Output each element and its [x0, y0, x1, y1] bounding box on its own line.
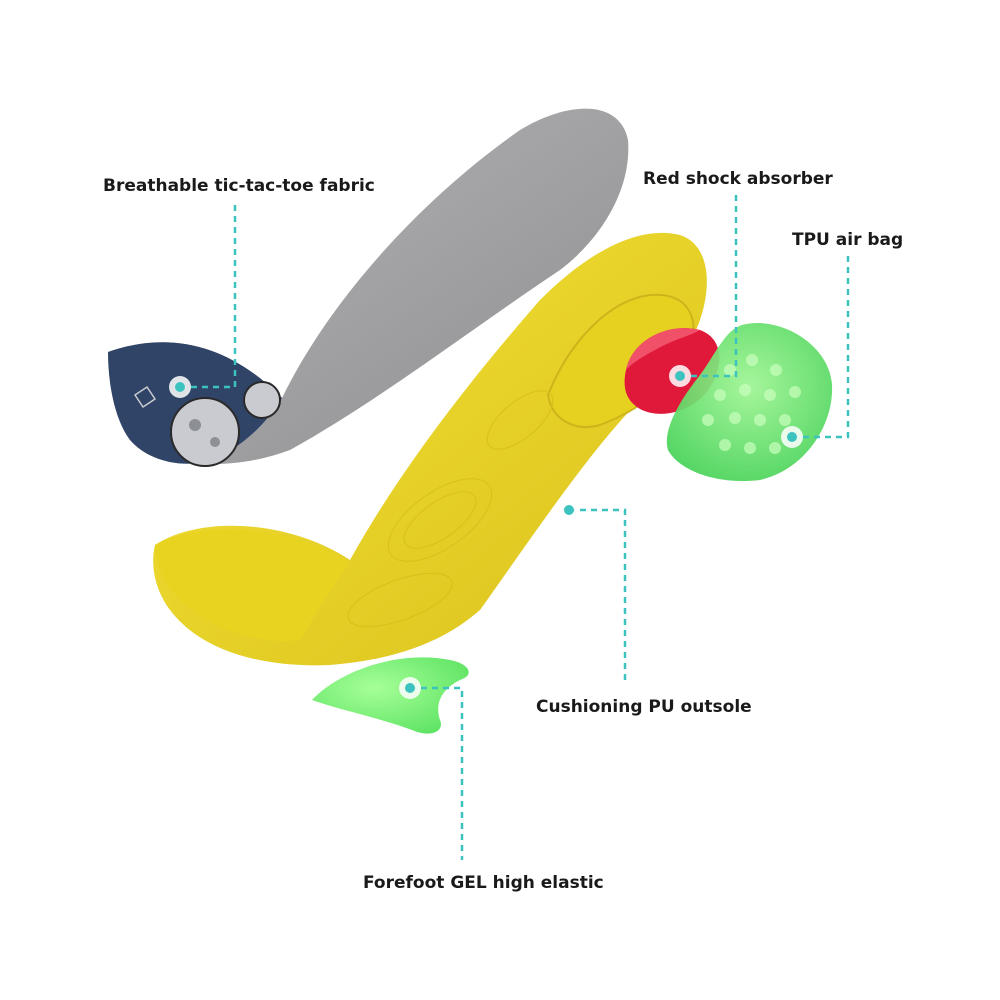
label-forefoot-gel: Forefoot GEL high elastic — [363, 873, 604, 893]
callout-lines — [180, 195, 850, 860]
fabric-layer — [108, 108, 629, 467]
callout-dot-tpu — [781, 426, 803, 448]
callout-dot-fabric — [169, 376, 191, 398]
forefoot-gel — [312, 657, 469, 734]
label-pu-outsole: Cushioning PU outsole — [536, 697, 752, 717]
callout-dot-gel — [399, 677, 421, 699]
label-red-shock-absorber: Red shock absorber — [643, 169, 833, 189]
label-tpu-air-bag: TPU air bag — [792, 230, 904, 250]
label-breathable-fabric: Breathable tic-tac-toe fabric — [103, 176, 375, 196]
callout-dots — [169, 365, 803, 699]
callout-dot-red — [669, 365, 691, 387]
callout-dot-pu — [558, 499, 580, 521]
pu-outsole-layer — [153, 232, 707, 666]
